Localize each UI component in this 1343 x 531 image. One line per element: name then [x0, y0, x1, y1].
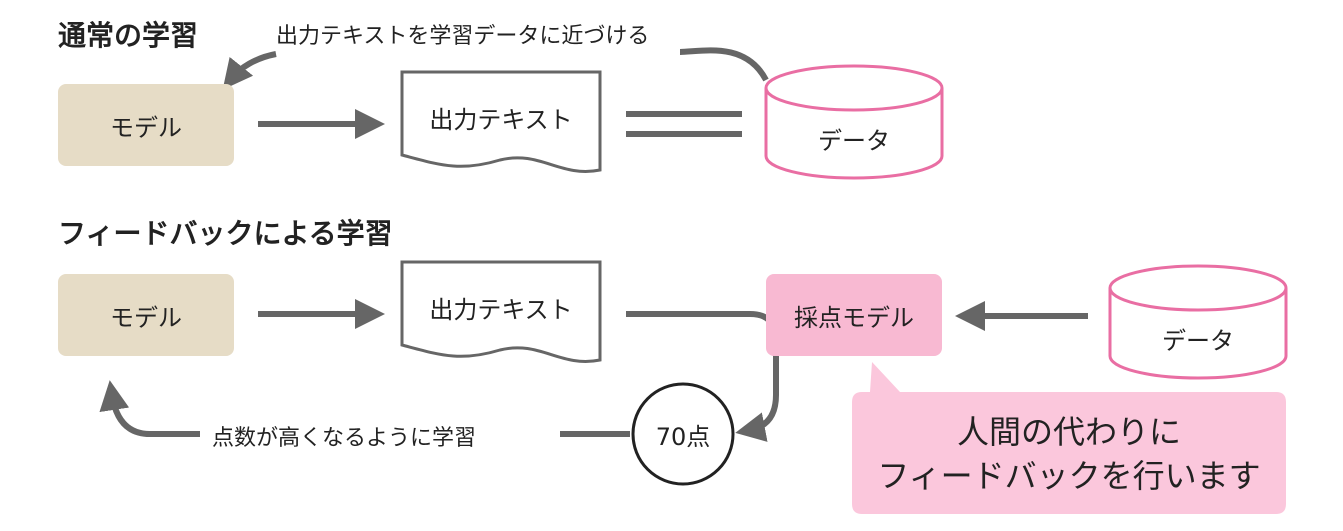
feedback-curve-arrow-head-line — [222, 51, 277, 90]
output-text-label-2: 出力テキスト — [429, 295, 573, 324]
score-model-label: 採点モデル — [794, 303, 914, 332]
callout-bubble — [852, 362, 1286, 514]
database-cylinder-2 — [1108, 264, 1288, 380]
output-text-label: 出力テキスト — [429, 105, 573, 134]
section-title-feedback: フィードバックによる学習 — [58, 217, 393, 250]
learn-label: 点数が高くなるように学習 — [212, 426, 477, 451]
feedback-curve-arrow — [679, 47, 769, 82]
callout-text: 人間の代わりに フィードバックを行います — [852, 410, 1286, 498]
score-value: 70点 — [655, 422, 711, 451]
model-box-2: モデル — [58, 274, 234, 356]
score-model-box: 採点モデル — [766, 274, 942, 356]
section-title-normal: 通常の学習 — [58, 19, 199, 52]
model-label-2: モデル — [110, 303, 182, 332]
database-cylinder — [764, 64, 944, 180]
arrow-learn-to-model — [99, 380, 200, 437]
document-shape — [400, 70, 602, 173]
model-label: モデル — [110, 113, 182, 142]
data-label: データ — [818, 126, 890, 155]
model-box: モデル — [58, 84, 234, 166]
callout-line-1: 人間の代わりに — [956, 413, 1181, 451]
score-circle — [631, 382, 735, 486]
document-shape-2 — [400, 260, 602, 363]
data-label-2: データ — [1162, 326, 1234, 355]
feedback-label-normal: 出力テキストを学習データに近づける — [276, 24, 650, 49]
callout-line-2: フィードバックを行います — [877, 457, 1261, 495]
